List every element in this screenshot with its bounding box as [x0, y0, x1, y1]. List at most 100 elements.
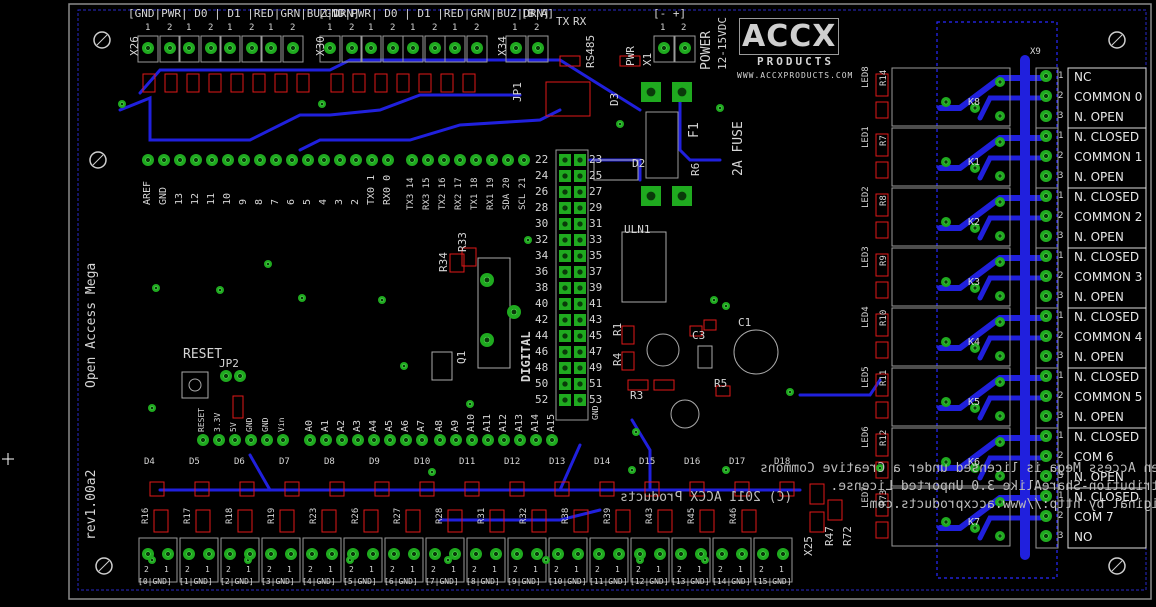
- trace: [118, 93, 522, 142]
- digital-even-pin-label: 38: [535, 281, 549, 294]
- terminal-block: [137, 35, 159, 63]
- header-label-ba: [B|A]: [521, 7, 555, 20]
- resistor-label: R28: [435, 507, 445, 524]
- digital-even-pin-label: 46: [535, 345, 549, 358]
- terminal-pin-number: 2: [267, 565, 272, 574]
- relay-contact-label: COMMON 4: [1074, 330, 1143, 344]
- mounting-hole: [1108, 557, 1126, 575]
- pad-drill: [200, 437, 206, 443]
- accx-logo: ACCX PRODUCTS WWW.ACCXPRODUCTS.COM: [735, 10, 853, 84]
- terminal-block: [444, 35, 466, 63]
- smd-diode: [374, 481, 390, 497]
- smd-led: [875, 341, 889, 359]
- pad-drill: [562, 365, 568, 371]
- smd-resistor: [296, 73, 310, 93]
- trace: [798, 378, 882, 397]
- terminal-pin-number: 2: [390, 565, 395, 574]
- tx-label: TX: [556, 15, 570, 28]
- pad-drill: [264, 437, 270, 443]
- pad-drill: [997, 533, 1003, 539]
- pad-drill: [483, 276, 491, 284]
- pad-drill: [997, 353, 1003, 359]
- terminal-pin-number: 2: [595, 565, 600, 574]
- relay-led-label: LED1: [861, 126, 871, 148]
- part-c3: C3: [692, 329, 706, 342]
- terminal-pin-number: 1: [660, 23, 666, 33]
- pad-drill: [161, 157, 167, 163]
- smd-resistor: [279, 509, 295, 533]
- relay-contact-label: COM 6: [1074, 450, 1114, 464]
- resistor-label: R27: [393, 507, 403, 524]
- pad-drill: [453, 437, 459, 443]
- pad-drill: [505, 157, 511, 163]
- comm-pin-label: SCL 21: [518, 177, 528, 210]
- part-r33: R33: [456, 232, 469, 252]
- digital-odd-pin-label: 37: [589, 265, 603, 278]
- pad-drill: [972, 405, 978, 411]
- part-r3: R3: [630, 389, 644, 402]
- digital-top-pin-label: AREF: [142, 180, 153, 205]
- fuse-holder: [645, 111, 679, 179]
- comm-pin-label: TX3 14: [406, 177, 416, 210]
- relay-terminal-number: 3: [1058, 351, 1064, 361]
- terminal-pin-number: 1: [738, 565, 743, 574]
- pad-drill: [943, 519, 949, 525]
- pad-drill: [514, 551, 520, 557]
- analog-pin-label: A1: [320, 419, 331, 432]
- fuse-ref: F1: [687, 122, 702, 138]
- rs485-label: RS485: [584, 34, 597, 68]
- pad-drill: [618, 122, 622, 126]
- pad-drill: [1043, 213, 1049, 219]
- smd-diode: [284, 481, 300, 497]
- pad-drill: [167, 45, 173, 51]
- relay-contact-label: NO: [1074, 530, 1093, 544]
- pad-drill: [473, 157, 479, 163]
- terminal-pin-number: 1: [452, 23, 458, 33]
- relay-contact-label: COMMON 5: [1074, 390, 1143, 404]
- bottom-terminal-label: [10|GND]: [548, 577, 587, 586]
- smd-resistor: [875, 433, 889, 457]
- terminal-block: [466, 35, 488, 63]
- trace: [298, 108, 562, 152]
- analog-pin-label: A15: [546, 413, 557, 432]
- relay-led-label: LED7: [861, 486, 871, 508]
- pad-drill: [120, 102, 124, 106]
- relay-outline: [891, 487, 1011, 547]
- pad-drill: [972, 465, 978, 471]
- digital-even-pin-label: 34: [535, 249, 549, 262]
- reset-label: RESET: [183, 347, 223, 362]
- terminal-pin-number: 2: [144, 565, 149, 574]
- pad-drill: [1043, 173, 1049, 179]
- pad-drill: [232, 437, 238, 443]
- diode-label: D15: [639, 457, 656, 467]
- pad-drill: [997, 319, 1003, 325]
- pad-drill: [145, 157, 151, 163]
- board-outline: [68, 3, 1152, 600]
- pad-drill: [387, 437, 393, 443]
- relay-contact-label: N. OPEN: [1074, 410, 1124, 424]
- pad-drill: [409, 157, 415, 163]
- smd-resistor: [809, 511, 825, 533]
- digital-even-pin-label: 32: [535, 233, 549, 246]
- pad-drill: [562, 221, 568, 227]
- bottom-terminal-block: [712, 537, 752, 583]
- trace: [248, 453, 272, 492]
- pad-drill: [577, 189, 583, 195]
- digital-label: DIGITAL: [519, 331, 533, 382]
- terminal-pin-number: 2: [681, 23, 687, 33]
- terminal-pin-number: 1: [287, 565, 292, 574]
- digital-odd-pin-label: 31: [589, 217, 603, 230]
- terminal-pin-number: 2: [349, 23, 355, 33]
- pad-drill: [1043, 73, 1049, 79]
- power-pin-label: 5V: [229, 422, 238, 432]
- part-r34: R34: [437, 252, 450, 272]
- pad-drill: [562, 285, 568, 291]
- power-title: POWER: [699, 30, 714, 70]
- smd-capacitor: [703, 319, 717, 331]
- smd-resistor: [363, 509, 379, 533]
- digital-odd-pin-label: 41: [589, 297, 603, 310]
- mounting-hole-mark: [1111, 34, 1123, 46]
- digital-even-pin-label: 36: [535, 265, 549, 278]
- pad-drill: [227, 45, 233, 51]
